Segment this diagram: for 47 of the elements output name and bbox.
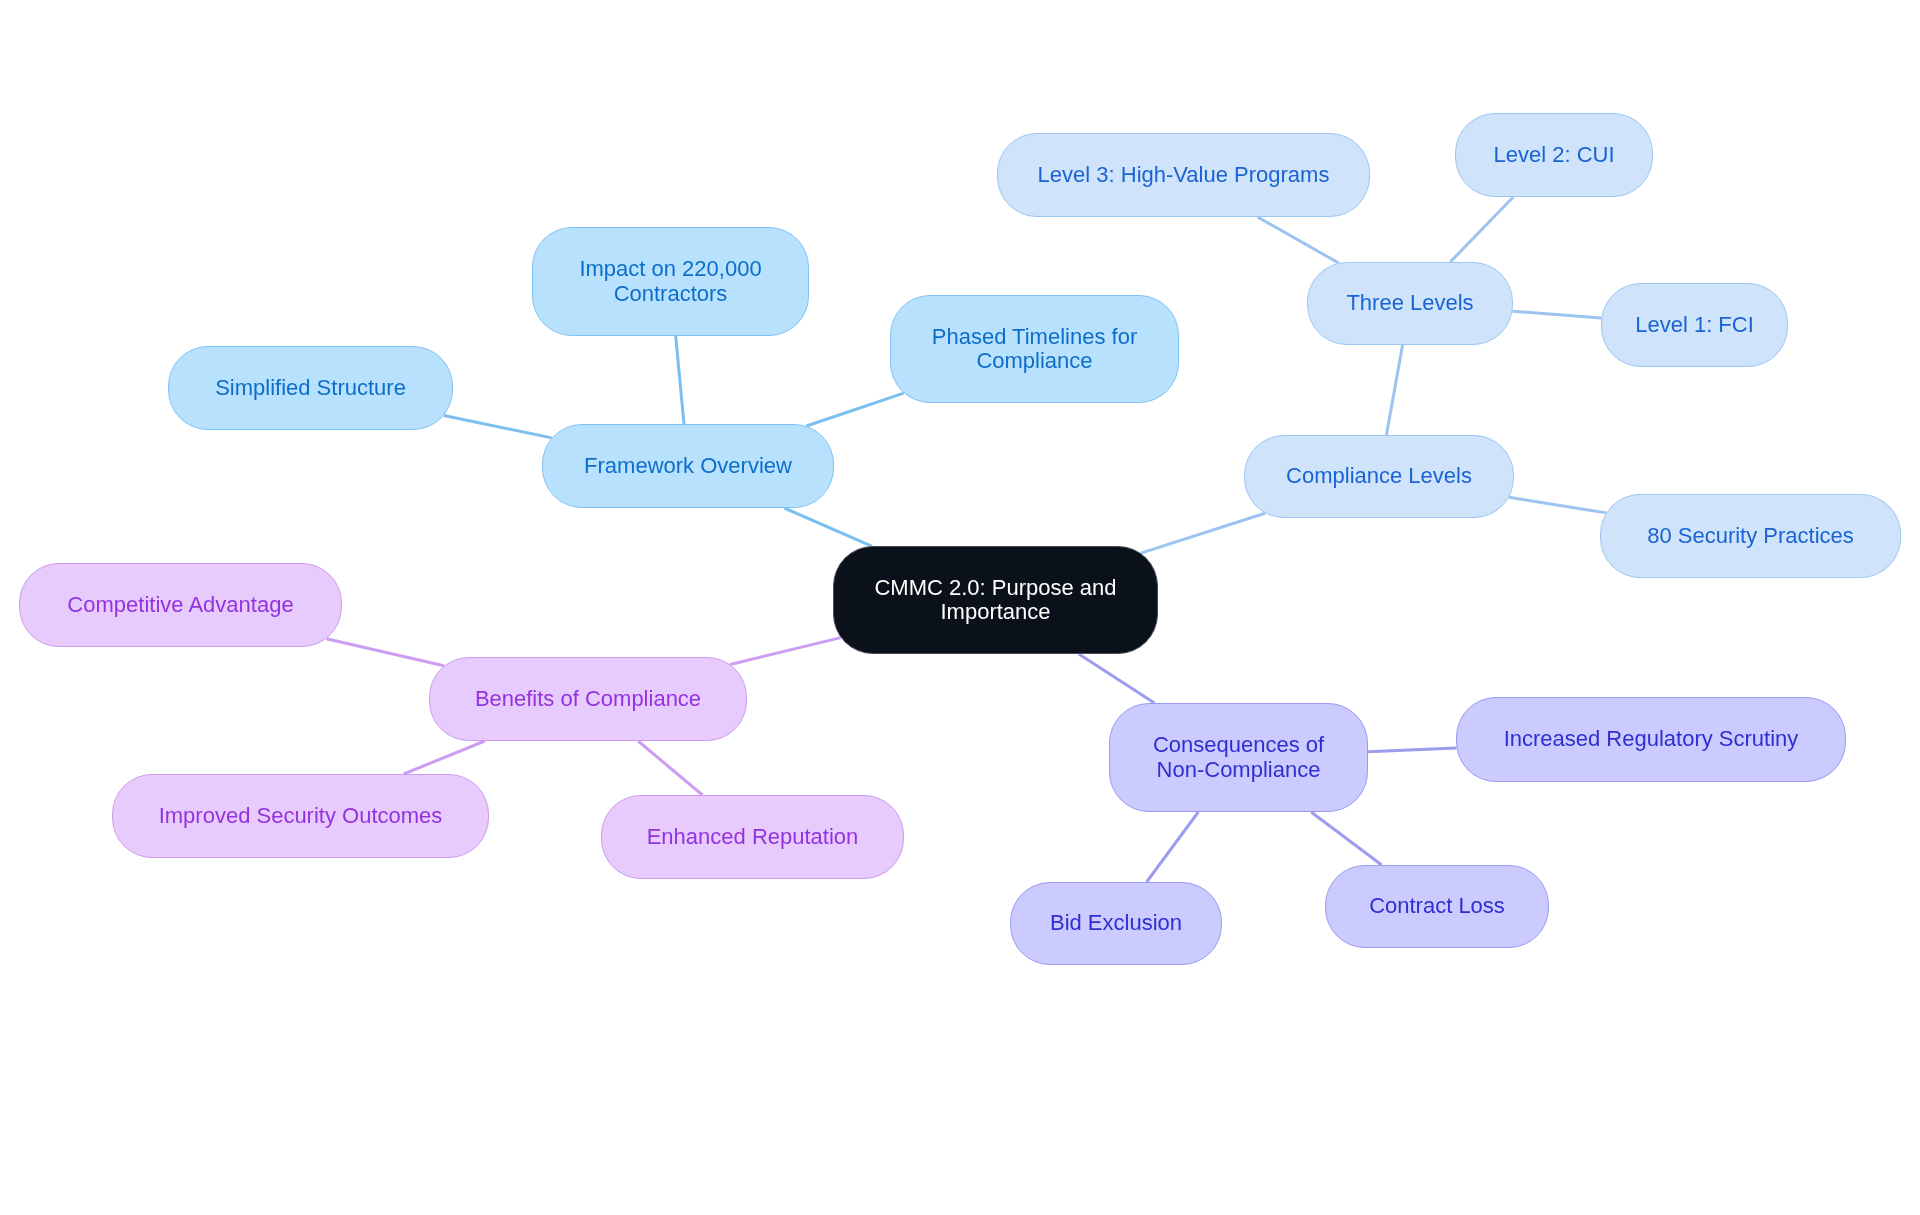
topic-box <box>1109 703 1368 812</box>
topic-label: Three Levels <box>1346 291 1474 316</box>
connector-line <box>443 414 553 440</box>
topic-label: Bid Exclusion <box>1049 911 1183 936</box>
connector-line <box>1078 652 1156 705</box>
topic-label: Phased Timelines for Compliance <box>930 324 1139 374</box>
topic-label: Enhanced Reputation <box>646 824 859 850</box>
connector-line <box>637 739 704 797</box>
connector-line <box>1367 746 1457 754</box>
connector-line <box>1256 215 1340 265</box>
topic-box <box>542 424 834 508</box>
topic-label: Level 1: FCI <box>1635 312 1754 338</box>
topic-label: CMMC 2.0: Purpose and Importance <box>873 575 1118 625</box>
topic-box <box>532 227 809 336</box>
topic-box <box>19 563 342 647</box>
topic-label: Contract Loss <box>1369 894 1505 919</box>
topic-label: Competitive Advantage <box>67 592 294 618</box>
topic-label: Compliance Levels <box>1286 464 1472 489</box>
topic-label: Improved Security Outcomes <box>158 803 443 829</box>
topic-box <box>890 295 1179 403</box>
topic-box <box>1244 435 1514 518</box>
topic-label: Impact on 220,000 Contractors <box>578 257 763 306</box>
connector-line <box>1384 344 1405 436</box>
topic-label: 80 Security Practices <box>1647 523 1854 549</box>
central-topic-box <box>833 546 1158 654</box>
topic-box <box>1600 494 1901 578</box>
topic-label: Level 3: High-Value Programs <box>1037 162 1330 188</box>
connector-line <box>783 506 873 548</box>
connector-line <box>403 739 486 776</box>
topic-label: Simplified Structure <box>215 375 406 401</box>
topic-label: Framework Overview <box>584 453 792 479</box>
connector-line <box>1310 810 1383 867</box>
topic-box <box>168 346 453 430</box>
connector-line <box>806 391 905 428</box>
topic-box <box>429 657 747 741</box>
topic-label: Level 2: CUI <box>1493 142 1615 168</box>
topic-label: Benefits of Compliance <box>474 686 702 712</box>
topic-label: Increased Regulatory Scrutiny <box>1503 727 1799 752</box>
topic-label: Consequences of Non-Compliance <box>1151 733 1326 782</box>
connector-line <box>326 637 445 668</box>
connector-line <box>1145 811 1200 883</box>
connector-line <box>1512 309 1602 320</box>
connector-line <box>1449 195 1515 264</box>
connector-line <box>674 335 686 425</box>
connector-line <box>1508 495 1607 515</box>
connector-line <box>1140 511 1266 555</box>
connector-line <box>729 636 842 666</box>
